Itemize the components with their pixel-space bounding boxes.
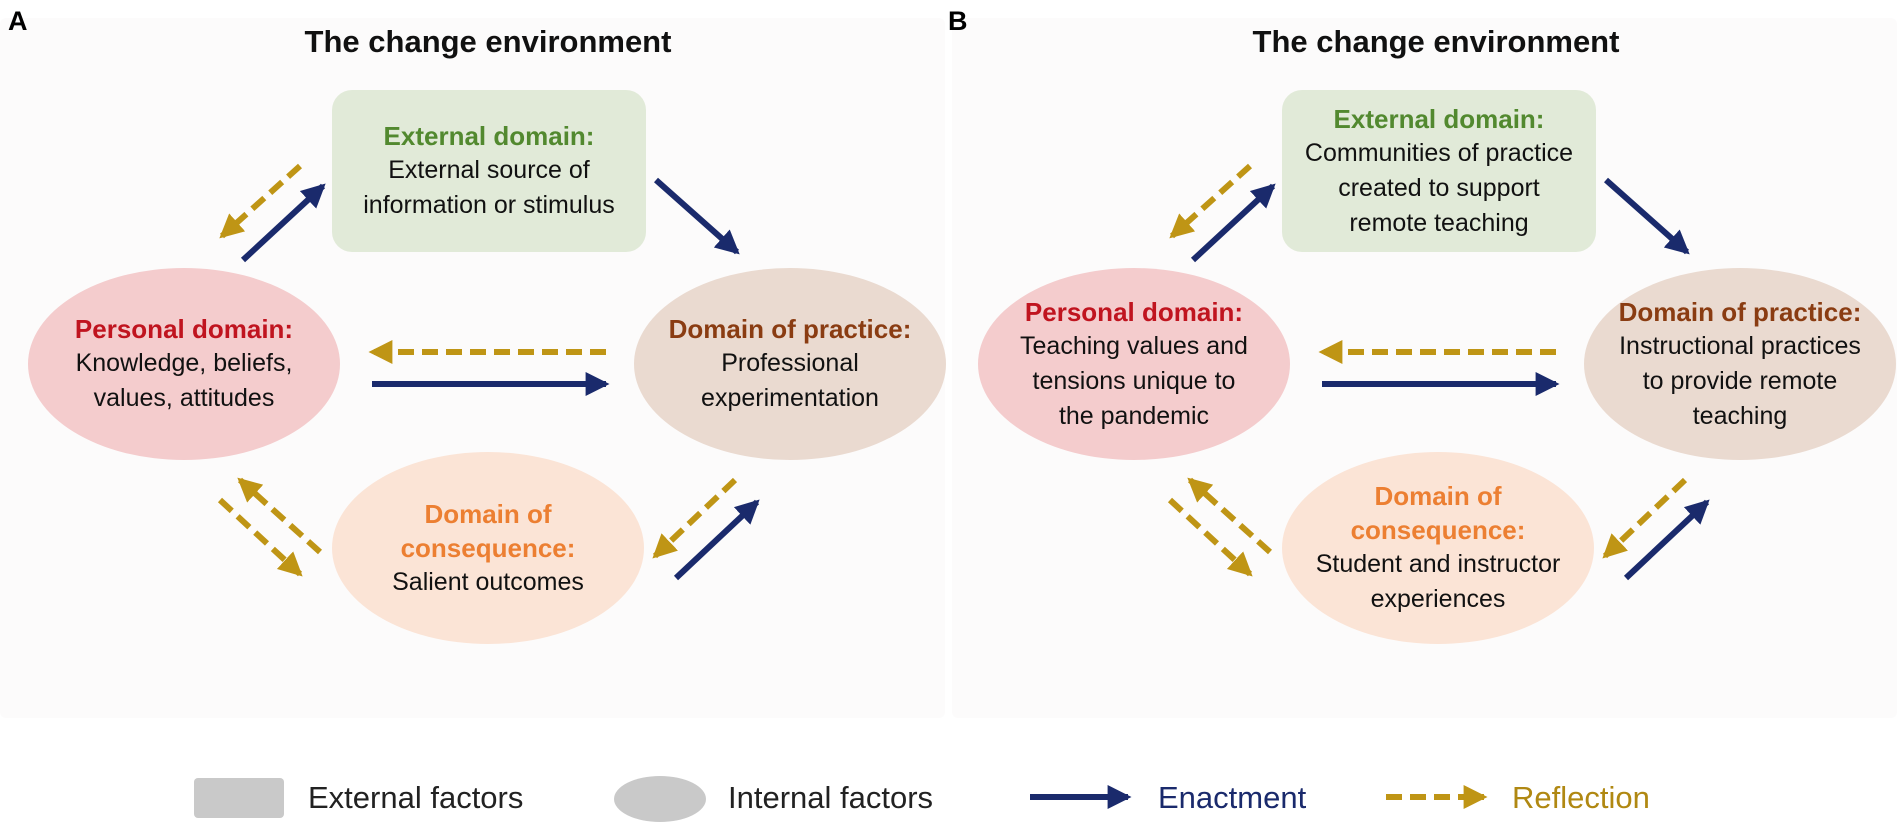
- panel-a-arrows: [217, 163, 760, 581]
- panel-b-personal-domain-ellipse: Personal domain: Teaching values and ten…: [978, 268, 1290, 460]
- legend-external-factors-swatch: [194, 778, 284, 818]
- panel-a-personal-to-consequence-reflection-arrow: [217, 497, 303, 577]
- panel-a-practice-to-consequence-reflection-arrow: [652, 477, 738, 559]
- panel-b-personal-to-external-enactment-arrow: [1190, 183, 1276, 263]
- panel-a-consequence-domain-text: Salient outcomes: [392, 567, 584, 596]
- panel-b-arrows: [1167, 163, 1710, 581]
- panel-b-consequence-domain-title: Domain of consequence:: [1350, 481, 1526, 545]
- legend-reflection-label: Reflection: [1512, 780, 1650, 815]
- panel-b-personal-domain-title: Personal domain:: [1024, 296, 1244, 327]
- panel-b-external-domain-box: External domain: Communities of practice…: [1282, 90, 1596, 252]
- panel-a-personal-to-external-enactment-arrow: [240, 183, 326, 263]
- panel-a-letter: A: [8, 6, 28, 36]
- panel-b-consequence-domain-text: Student and instructor experiences: [1315, 550, 1561, 613]
- panel-b-external-to-practice-enactment-arrow: [1604, 177, 1690, 255]
- panel-a-practice-domain-text: Professional experimentation: [701, 349, 879, 412]
- panel-a-practice-domain-ellipse: Domain of practice: Professional experim…: [634, 268, 946, 460]
- panel-b-external-to-personal-reflection-arrow: [1169, 163, 1253, 239]
- panel-a-personal-domain-title: Personal domain:: [74, 314, 294, 344]
- panel-b-personal-domain-text: Teaching values and tensions unique to t…: [1020, 331, 1248, 430]
- panel-a-consequence-to-practice-enactment-arrow: [673, 499, 760, 581]
- panel-a-title: The change environment: [304, 24, 672, 59]
- panel-a-external-domain-box: External domain: External source of info…: [332, 90, 646, 252]
- legend-external-factors-label: External factors: [308, 780, 524, 815]
- panel-b-practice-to-consequence-reflection-arrow: [1602, 477, 1688, 559]
- legend-internal-factors-label: Internal factors: [728, 780, 934, 815]
- panel-b-letter: B: [948, 6, 968, 36]
- panel-b-title: The change environment: [1252, 24, 1620, 59]
- panel-b-practice-domain-title: Domain of practice:: [1618, 296, 1862, 327]
- panel-a-consequence-domain-ellipse: Domain of consequence: Salient outcomes: [332, 452, 644, 644]
- panel-b-personal-to-consequence-reflection-arrow: [1167, 497, 1253, 577]
- panel-a-practice-domain-title: Domain of practice:: [668, 314, 912, 344]
- panel-a-external-to-practice-enactment-arrow: [654, 177, 740, 255]
- panel-b-practice-domain-ellipse: Domain of practice: Instructional practi…: [1584, 268, 1896, 460]
- panel-b-external-domain-text: Communities of practice created to suppo…: [1304, 138, 1574, 237]
- panel-a-consequence-to-personal-reflection-arrow: [237, 477, 323, 555]
- panel-b-external-domain-title: External domain:: [1333, 103, 1545, 134]
- panel-b-practice-domain-text: Instructional practices to provide remot…: [1619, 331, 1861, 430]
- panel-a-personal-domain-text: Knowledge, beliefs, values, attitudes: [75, 349, 293, 412]
- panel-a-external-to-personal-reflection-arrow: [219, 163, 303, 239]
- legend-enactment-label: Enactment: [1158, 780, 1307, 815]
- panel-a-external-domain-title: External domain:: [383, 121, 595, 151]
- panel-b-consequence-domain-ellipse: Domain of consequence: Student and instr…: [1282, 452, 1594, 644]
- legend-internal-factors-swatch: [614, 776, 706, 822]
- panel-b-consequence-to-practice-enactment-arrow: [1623, 499, 1710, 581]
- panel-a-external-domain-text: External source of information or stimul…: [363, 156, 615, 219]
- panel-a-consequence-domain-title: Domain of consequence:: [400, 498, 576, 563]
- panel-b-consequence-to-personal-reflection-arrow: [1187, 477, 1273, 555]
- panel-a-personal-domain-ellipse: Personal domain: Knowledge, beliefs, val…: [28, 268, 340, 460]
